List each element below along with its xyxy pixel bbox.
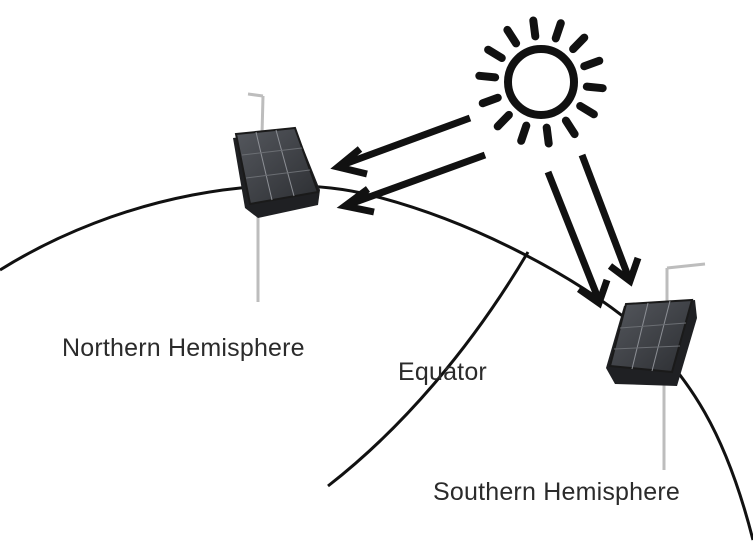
sun-ray [493, 110, 513, 131]
sun-ray [475, 71, 500, 82]
earth-outline [0, 184, 753, 541]
southern-hemisphere-label: Southern Hemisphere [433, 478, 680, 506]
solar-panel-icon [233, 92, 320, 302]
sun-ray [580, 56, 604, 71]
sun-ray [503, 25, 521, 48]
sun-ray [576, 102, 598, 119]
northern-hemisphere-label: Northern Hemisphere [62, 334, 305, 362]
sun-ray [542, 123, 553, 148]
sun-ray [551, 19, 565, 43]
solar-panel-icon [606, 262, 706, 470]
sunray-arrows-north [330, 114, 487, 216]
sun-ray [569, 33, 589, 54]
sun-ray [484, 45, 506, 62]
sun-ray [561, 116, 579, 139]
equator-label: Equator [398, 358, 487, 386]
sunray-arrows-south [544, 153, 642, 309]
equator-line [327, 251, 530, 488]
sun-ray [582, 82, 607, 93]
sun-icon [475, 16, 607, 148]
sun-ray [478, 93, 502, 108]
sun-ray [529, 16, 540, 41]
sun-ray [517, 121, 531, 145]
